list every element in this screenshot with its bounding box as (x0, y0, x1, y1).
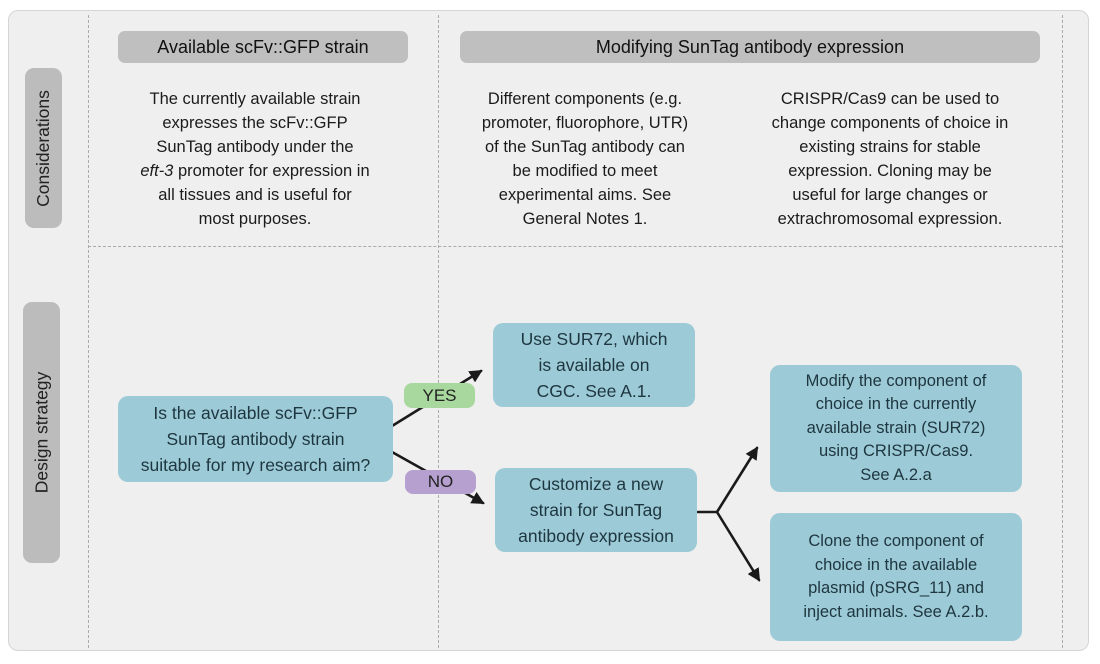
customize-strain-box-text: Customize a new strain for SunTag antibo… (518, 474, 674, 546)
divider-horizontal (88, 246, 1062, 247)
paragraph-available-strain: The currently available strain expresses… (105, 87, 405, 231)
divider-vertical-right (1062, 15, 1063, 648)
paragraph-available-strain-text-1: The currently available strain expresses… (149, 90, 361, 156)
clone-component-box: Clone the component of choice in the ava… (770, 513, 1022, 641)
column-header-modifying-expression: Modifying SunTag antibody expression (460, 31, 1040, 63)
paragraph-available-strain-text-2: promoter for expression in all tissues a… (158, 162, 370, 228)
clone-component-box-text: Clone the component of choice in the ava… (803, 532, 989, 621)
arrow-to-clone (715, 510, 761, 582)
row-label-design-strategy: Design strategy (23, 302, 60, 563)
divider-vertical-middle (438, 15, 439, 648)
paragraph-available-strain-gene-name: eft-3 (140, 162, 174, 180)
paragraph-components: Different components (e.g. promoter, flu… (481, 90, 689, 228)
arrow-to-modify (715, 446, 759, 514)
column-header-available-strain: Available scFv::GFP strain (118, 31, 408, 63)
question-box-text: Is the available scFv::GFP SunTag antibo… (140, 403, 371, 475)
paragraph-crispr: CRISPR/Cas9 can be used to change compon… (771, 90, 1009, 228)
question-box: Is the available scFv::GFP SunTag antibo… (118, 396, 393, 482)
modify-component-box-text: Modify the component of choice in the cu… (805, 371, 987, 484)
row-label-considerations: Considerations (25, 68, 62, 228)
no-badge: NO (405, 470, 476, 494)
customize-strain-box: Customize a new strain for SunTag antibo… (495, 468, 697, 552)
yes-badge: YES (404, 383, 475, 408)
use-sur72-box-text: Use SUR72, which is available on CGC. Se… (520, 329, 668, 401)
divider-vertical-left (88, 15, 89, 648)
modify-component-box: Modify the component of choice in the cu… (770, 365, 1022, 492)
use-sur72-box: Use SUR72, which is available on CGC. Se… (493, 323, 695, 407)
